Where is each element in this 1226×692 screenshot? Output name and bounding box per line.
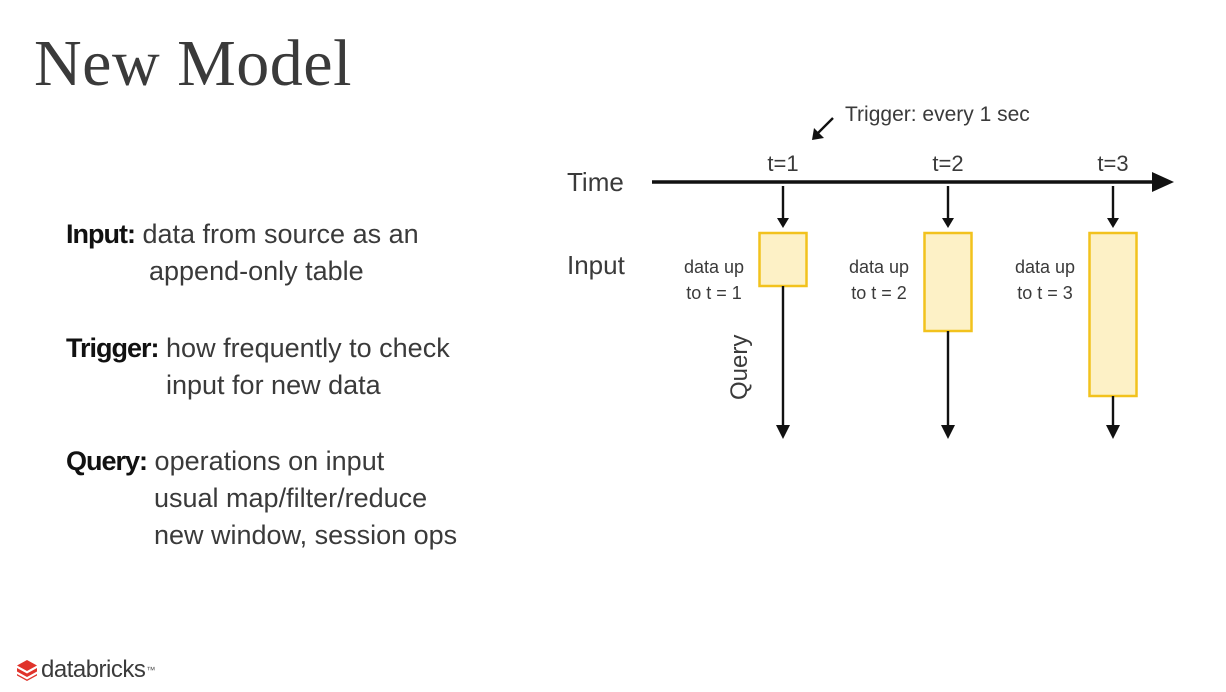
definition-term: Query: xyxy=(66,446,148,476)
tick-group: t=1 data up to t = 1 xyxy=(684,151,808,439)
query-label: Query xyxy=(726,335,753,400)
time-axis xyxy=(652,172,1174,192)
logo-trademark: ™ xyxy=(146,665,156,675)
input-data-box xyxy=(758,231,808,288)
trigger-arrowhead xyxy=(942,218,954,228)
input-data-box xyxy=(923,231,973,333)
tick-group: t=2 data up to t = 2 xyxy=(849,151,973,439)
definition-term: Input: xyxy=(66,219,136,249)
definition-query: Query: operations on input usual map/fil… xyxy=(66,443,457,554)
definition-input: Input: data from source as an append-onl… xyxy=(66,216,419,290)
query-arrowhead xyxy=(941,425,955,439)
databricks-logo-icon xyxy=(17,660,37,681)
tick-groups: t=1 data up to t = 1 t=2 data up to t = 2 t=3 d… xyxy=(684,151,1138,439)
data-caption-line: data up xyxy=(849,257,909,277)
input-row-label: Input xyxy=(567,250,626,280)
definition-text: input for new data xyxy=(166,370,381,400)
definition-text: usual map/filter/reduce xyxy=(154,483,428,513)
tick-label: t=1 xyxy=(767,151,798,176)
data-caption-line: to t = 2 xyxy=(851,283,907,303)
tick-label: t=3 xyxy=(1097,151,1128,176)
trigger-label: Trigger: every 1 sec xyxy=(845,103,1030,126)
data-caption-line: to t = 1 xyxy=(686,283,742,303)
data-caption-line: to t = 3 xyxy=(1017,283,1073,303)
definition-text: operations on input xyxy=(154,446,385,476)
logo-text: databricks xyxy=(41,656,146,683)
trigger-arrowhead xyxy=(1107,218,1119,228)
definition-text: new window, session ops xyxy=(154,520,458,550)
definition-text: how frequently to check xyxy=(166,333,450,363)
definition-text: append-only table xyxy=(149,256,364,286)
data-caption-line: data up xyxy=(1015,257,1075,277)
definition-trigger: Trigger: how frequently to check input f… xyxy=(66,330,450,404)
slide-title: New Model xyxy=(34,27,352,100)
query-arrowhead xyxy=(776,425,790,439)
data-caption-line: data up xyxy=(684,257,744,277)
input-data-box xyxy=(1088,231,1138,398)
definition-text: data from source as an xyxy=(142,219,419,249)
definition-term: Trigger: xyxy=(66,333,160,363)
query-arrowhead xyxy=(1106,425,1120,439)
tick-label: t=2 xyxy=(932,151,963,176)
time-label: Time xyxy=(567,167,624,197)
trigger-arrowhead xyxy=(777,218,789,228)
tick-group: t=3 data up to t = 3 xyxy=(1015,151,1138,439)
trigger-pointer-arrow xyxy=(812,117,834,140)
